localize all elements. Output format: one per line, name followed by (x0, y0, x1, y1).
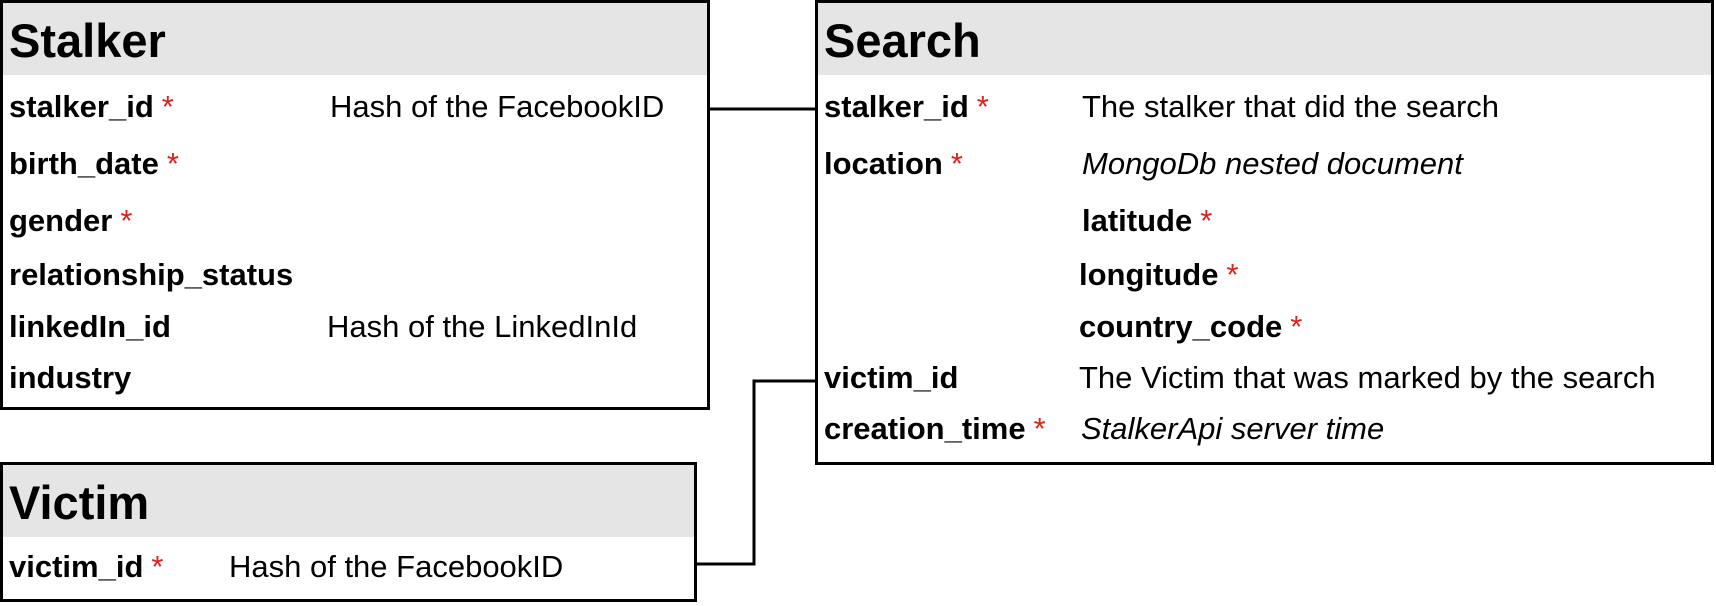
required-marker: * (1226, 257, 1239, 292)
field-row-location: location* MongoDb nested document (818, 144, 1711, 184)
required-marker: * (120, 203, 133, 238)
entity-victim: Victim victim_id* Hash of the FacebookID (0, 462, 697, 602)
entity-header-victim: Victim (3, 465, 694, 537)
entity-title-stalker: Stalker (9, 13, 166, 67)
entity-title-victim: Victim (9, 475, 150, 529)
entity-header-search: Search (818, 3, 1711, 75)
field-row-creation-time: creation_time* StalkerApi server time (818, 409, 1711, 449)
field-row-victim-id: victim_id* Hash of the FacebookID (3, 547, 694, 587)
entity-title-search: Search (824, 13, 981, 67)
field-description: The Victim that was marked by the search (1079, 360, 1656, 395)
field-name: relationship_status (9, 257, 294, 292)
required-marker: * (1200, 203, 1213, 238)
required-marker: * (976, 89, 989, 124)
field-description: Hash of the FacebookID (330, 89, 665, 124)
field-row-birth-date: birth_date* (3, 144, 707, 184)
subfield-name: longitude* (1079, 257, 1239, 292)
required-marker: * (950, 146, 963, 181)
subfield-name: latitude* (1082, 203, 1213, 238)
required-marker: * (1033, 411, 1046, 446)
field-row-stalker-id: stalker_id* Hash of the FacebookID (3, 87, 707, 127)
field-description: MongoDb nested document (1082, 146, 1463, 181)
field-description: Hash of the LinkedInId (327, 309, 638, 344)
field-row-search-victim-id: victim_id The Victim that was marked by … (818, 358, 1711, 398)
field-description: StalkerApi server time (1081, 411, 1385, 446)
entity-search: Search stalker_id* The stalker that did … (815, 0, 1714, 465)
field-name: victim_id* (9, 549, 164, 584)
field-row-search-stalker-id: stalker_id* The stalker that did the sea… (818, 87, 1711, 127)
field-name: industry (9, 360, 132, 395)
connector-victim-to-search (695, 379, 816, 566)
field-name: stalker_id* (9, 89, 174, 124)
field-name: creation_time* (824, 411, 1046, 446)
field-name: victim_id (824, 360, 959, 395)
field-name: location* (824, 146, 963, 181)
required-marker: * (166, 146, 179, 181)
field-name: stalker_id* (824, 89, 989, 124)
field-description: Hash of the FacebookID (229, 549, 564, 584)
required-marker: * (151, 549, 164, 584)
entity-header-stalker: Stalker (3, 3, 707, 75)
field-row-gender: gender* (3, 201, 707, 241)
subfield-row-longitude: longitude* (818, 255, 1711, 295)
entity-stalker: Stalker stalker_id* Hash of the Facebook… (0, 0, 710, 410)
required-marker: * (161, 89, 174, 124)
field-row-linkedin-id: linkedIn_id Hash of the LinkedInId (3, 307, 707, 347)
field-name: birth_date* (9, 146, 179, 181)
field-row-industry: industry (3, 358, 707, 398)
field-name: gender* (9, 203, 133, 238)
subfield-row-latitude: latitude* (818, 201, 1711, 241)
field-row-relationship-status: relationship_status (3, 255, 707, 295)
field-description: The stalker that did the search (1082, 89, 1500, 124)
required-marker: * (1290, 309, 1303, 344)
field-name: linkedIn_id (9, 309, 171, 344)
subfield-name: country_code* (1079, 309, 1303, 344)
subfield-row-country-code: country_code* (818, 307, 1711, 347)
